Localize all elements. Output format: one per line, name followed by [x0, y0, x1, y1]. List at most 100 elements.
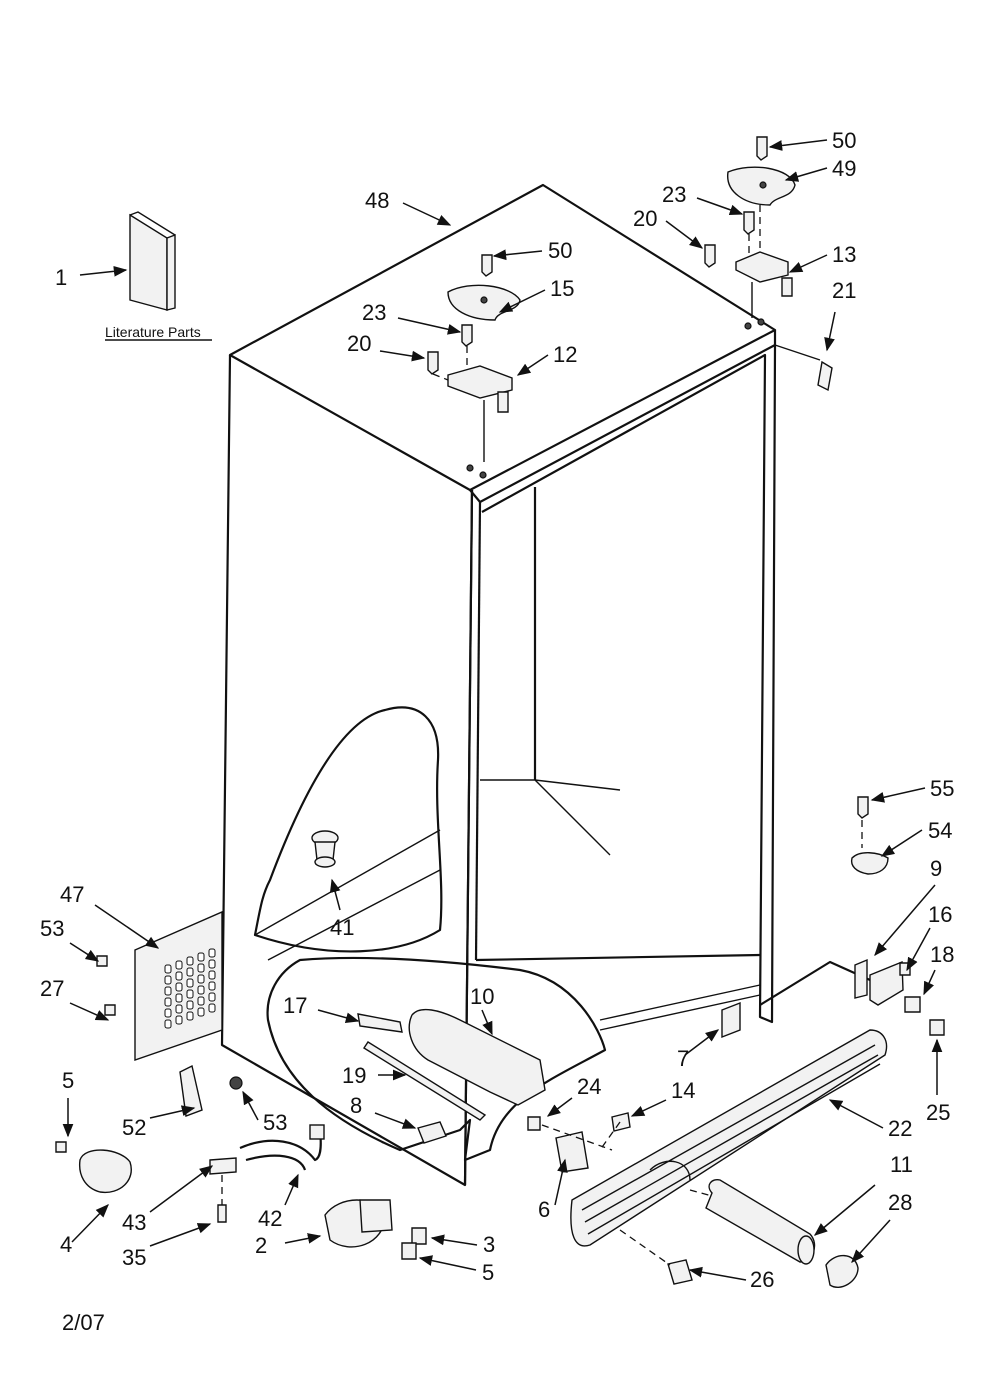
callout-leader-arrow: [813, 1184, 876, 1236]
callout-leader-arrow: [149, 1165, 214, 1213]
callout-leader-arrow: [498, 289, 546, 313]
callout-leader-arrow: [317, 1009, 360, 1023]
callout-leaders: [62, 139, 943, 1281]
grille-slot: [175, 960, 183, 970]
hinge-right-parts: [704, 136, 833, 392]
callout-number: 13: [832, 242, 856, 267]
grille-slot: [208, 992, 216, 1002]
callout-leader-arrow: [851, 1219, 891, 1264]
callout-number: 23: [662, 182, 686, 207]
callout-leader-arrow: [94, 904, 160, 949]
grille-slot: [175, 1015, 183, 1025]
grille-slot: [164, 1008, 172, 1018]
callout-leader-arrow: [481, 1009, 493, 1036]
grille-slot: [197, 996, 205, 1006]
callout-number: 27: [40, 976, 64, 1001]
grille-slot: [164, 964, 172, 974]
callout-number: 55: [930, 776, 954, 801]
callout-number: 20: [633, 206, 657, 231]
callout-leader-arrow: [828, 1099, 884, 1129]
grille-slot: [164, 986, 172, 996]
callout-leader-arrow: [71, 1204, 109, 1243]
callout-number: 50: [548, 238, 572, 263]
grille-slot: [164, 997, 172, 1007]
callout-number: 19: [342, 1063, 366, 1088]
grille-slot: [208, 1003, 216, 1013]
callout-number: 10: [470, 984, 494, 1009]
callout-number: 18: [930, 942, 954, 967]
callout-number: 11: [890, 1152, 913, 1177]
callout-number: 2: [255, 1233, 267, 1258]
callout-leader-arrow: [870, 787, 926, 803]
grille-slot: [164, 1019, 172, 1029]
callout-leader-arrow: [684, 1029, 720, 1056]
callout-leader-arrow: [69, 942, 100, 962]
refrigerator-cabinet: [220, 183, 871, 1187]
callout-number: 47: [60, 882, 84, 907]
grille-slot: [175, 971, 183, 981]
grille-slot: [197, 952, 205, 962]
callout-leader-arrow: [418, 1255, 477, 1271]
callout-leader-arrow: [430, 1234, 478, 1246]
callout-number: 26: [750, 1267, 774, 1292]
callout-number: 12: [553, 342, 577, 367]
callout-leader-arrow: [630, 1099, 667, 1117]
callout-number: 50: [832, 128, 856, 153]
callout-number: 22: [888, 1116, 912, 1141]
callout-number: 52: [122, 1115, 146, 1140]
callout-leader-arrow: [284, 1173, 299, 1206]
callout-leader-arrow: [768, 139, 828, 151]
callout-leader-arrow: [242, 1090, 259, 1121]
grille-slot: [197, 985, 205, 995]
callout-number: 5: [482, 1260, 494, 1285]
callout-leader-arrow: [492, 249, 543, 261]
callout-number: 8: [350, 1093, 362, 1118]
callout-leader-arrow: [824, 311, 836, 352]
literature-book: [105, 211, 212, 341]
callout-number: 21: [832, 278, 856, 303]
callout-number: 54: [928, 818, 952, 843]
callout-leader-arrow: [516, 354, 549, 376]
literature-caption: Literature Parts: [105, 324, 201, 340]
callout-number: 42: [258, 1206, 282, 1231]
grille-slot: [208, 959, 216, 969]
cabinet-top: [228, 183, 777, 492]
callout-number: 9: [930, 856, 942, 881]
grille-slot: [186, 1011, 194, 1021]
grille-slot: [186, 956, 194, 966]
callout-leader-arrow: [402, 202, 452, 226]
cutaway-parts: [357, 1008, 546, 1144]
grille-slot: [186, 967, 194, 977]
callout-number: 48: [365, 188, 389, 213]
callout-leader-arrow: [69, 1002, 110, 1021]
callout-number: 49: [832, 156, 856, 181]
callout-number: 20: [347, 331, 371, 356]
callout-number: 25: [926, 1100, 950, 1125]
grille-slot: [175, 1004, 183, 1014]
callout-number: 4: [60, 1232, 72, 1257]
callout-leader-arrow: [284, 1233, 322, 1244]
callout-leader-arrow: [149, 1105, 196, 1119]
callout-number: 35: [122, 1245, 146, 1270]
grille-slot: [186, 989, 194, 999]
vent-grille-47: [134, 910, 223, 1061]
callout-number: 24: [577, 1074, 601, 1099]
callout-number: 7: [677, 1046, 689, 1071]
callout-leader-arrow: [880, 829, 923, 857]
callout-number: 1: [55, 265, 67, 290]
callout-number: 28: [888, 1190, 912, 1215]
callout-leader-arrow: [149, 1223, 212, 1247]
callout-leader-arrow: [688, 1266, 747, 1281]
callout-number: 6: [538, 1197, 550, 1222]
callout-number: 23: [362, 300, 386, 325]
grille-slot: [175, 993, 183, 1003]
grille-slot: [208, 981, 216, 991]
callout-number: 41: [330, 915, 354, 940]
callout-number: 5: [62, 1068, 74, 1093]
callout-number: 16: [928, 902, 952, 927]
callout-leader-arrow: [379, 350, 426, 362]
water-filter-parts: [541, 1121, 859, 1288]
grille-slot: [208, 948, 216, 958]
